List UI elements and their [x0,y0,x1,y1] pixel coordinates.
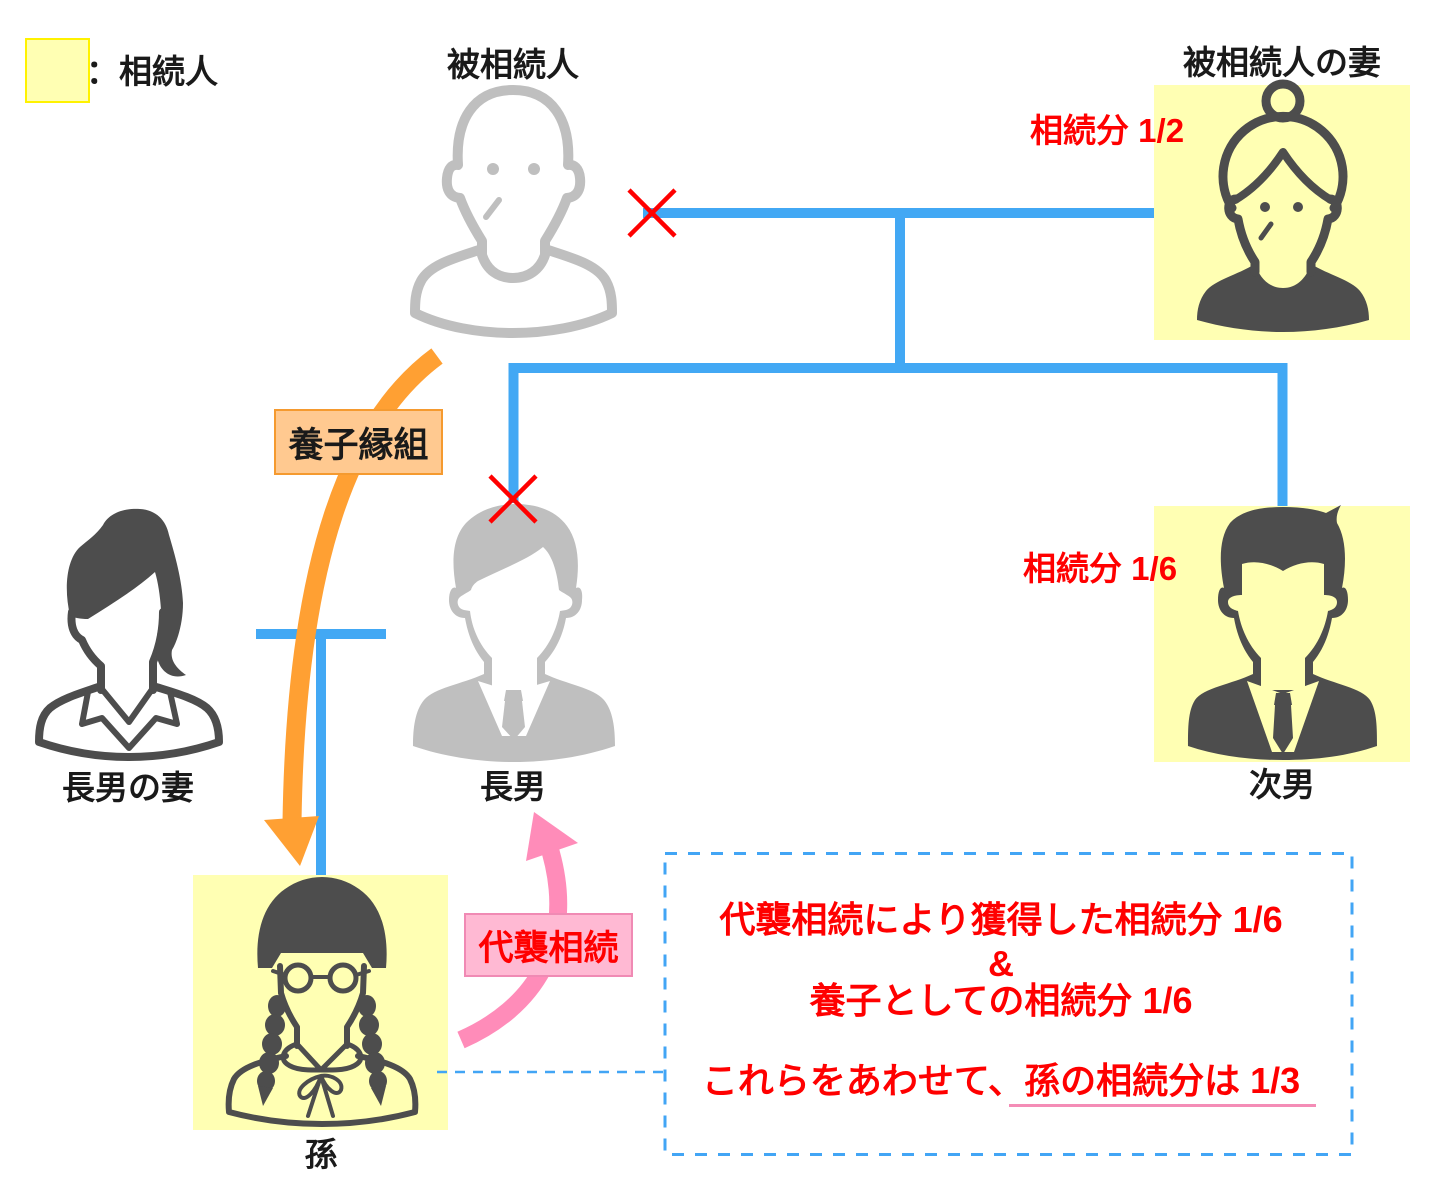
braid-segment [358,995,376,1017]
family-lines [256,208,1288,875]
label-eldest-son-wife: 長男の妻 [62,769,194,806]
representation-label-box: 代襲相続 [464,913,633,977]
spouse-body [1197,264,1369,332]
label-second-son: 次男 [1249,766,1315,803]
summary-line-1: 代襲相続により獲得した相続分 1/6 [719,899,1283,940]
second-son-icon [1188,505,1377,760]
second-son-tie [1273,693,1293,754]
representation-arrow-head [526,812,578,861]
grandchild-braid-left [257,995,286,1106]
spouse-face-left [1224,194,1260,277]
decedent-eye-right [528,163,540,175]
sibling-line [508,363,1288,506]
braid-segment [365,1052,385,1074]
decedent-eye-left [487,163,499,175]
grandchild-face [277,963,367,1049]
cross-stroke [627,188,677,238]
legend-label: ：相続人 [86,53,218,90]
summary-result: 孫の相続分は 1/3 [1009,1060,1317,1107]
braid-segment [259,1052,279,1074]
eldest-son-wife-collar [79,689,180,751]
label-grandchild: 孫 [304,1136,338,1173]
braid-segment [262,1033,282,1055]
grandchild-glasses [271,962,371,994]
spouse-icon [1197,79,1369,332]
summary-line-3: 養子としての相続分 1/6 [809,980,1193,1021]
braid-segment [257,1071,275,1091]
cross-mark-eldest-son-icon [488,474,538,524]
braid-segment [265,1014,285,1036]
grandchild-icon [225,877,419,1127]
grandchild-shoulders [225,1053,419,1127]
decedent-icon [410,85,617,338]
cross-stroke [488,474,538,524]
eldest-son-wife-face [67,608,167,694]
label-spouse: 被相続人の妻 [1183,44,1381,81]
braid-segment [369,1071,387,1091]
braid-tip [371,1086,386,1106]
eldest-son-wife-hair [66,508,186,677]
representation-label: 代襲相続 [478,928,619,968]
share-spouse: 相続分 1/2 [1030,112,1185,149]
decedent-nose [483,197,502,220]
adoption-label-box: 養子縁組 [274,409,443,475]
summary-result-underline [1009,1104,1317,1107]
eldest-son-wife-shoulders [35,682,223,761]
label-eldest-son: 長男 [480,768,546,805]
second-son-face [1228,562,1337,690]
spouse-bangs [1231,148,1335,204]
braid-tip [258,1086,273,1106]
summary-line-4: これらをあわせて、孫の相続分は 1/3 [665,1060,1337,1107]
summary-result-text: 孫の相続分は 1/3 [1024,1060,1301,1101]
spouse-hair-outline [1218,111,1348,213]
eldest-son-tie [502,690,525,740]
label-decedent: 被相続人 [447,46,579,83]
braid-segment [268,995,286,1017]
decedent-head [441,85,586,283]
cross-mark-decedent-icon [627,188,677,238]
spouse-nose [1258,221,1274,241]
legend-heir-swatch [25,38,90,103]
grandchild-hair [257,877,387,968]
grandchild-collar [280,1041,364,1073]
adoption-label: 養子縁組 [288,425,429,465]
eldest-son-wife-icon [35,508,223,761]
adoption-arrow-head [264,816,319,866]
grandchild-ribbon-bow [297,1073,344,1118]
eldest-son-icon [413,504,615,762]
adoption-arrow-shaft [282,348,443,823]
decedent-shoulders [410,244,617,338]
adoption-arrow [264,348,443,866]
eldest-son-wife-neckline [98,685,156,725]
summary-line-2: & [988,943,1014,984]
summary-line-4-prefix: これらをあわせて、 [701,1060,1025,1101]
braid-segment [359,1014,379,1036]
braid-segment [362,1033,382,1055]
share-second-son: 相続分 1/6 [1023,550,1178,587]
glasses-frame [271,969,371,979]
grandchild-braid-right [358,995,387,1106]
eldest-son-face [457,547,573,690]
spouse-face-right [1306,194,1342,277]
spouse-eye-left [1260,202,1270,212]
spouse-eye-right [1293,202,1303,212]
summary-box-border [663,852,1354,1156]
